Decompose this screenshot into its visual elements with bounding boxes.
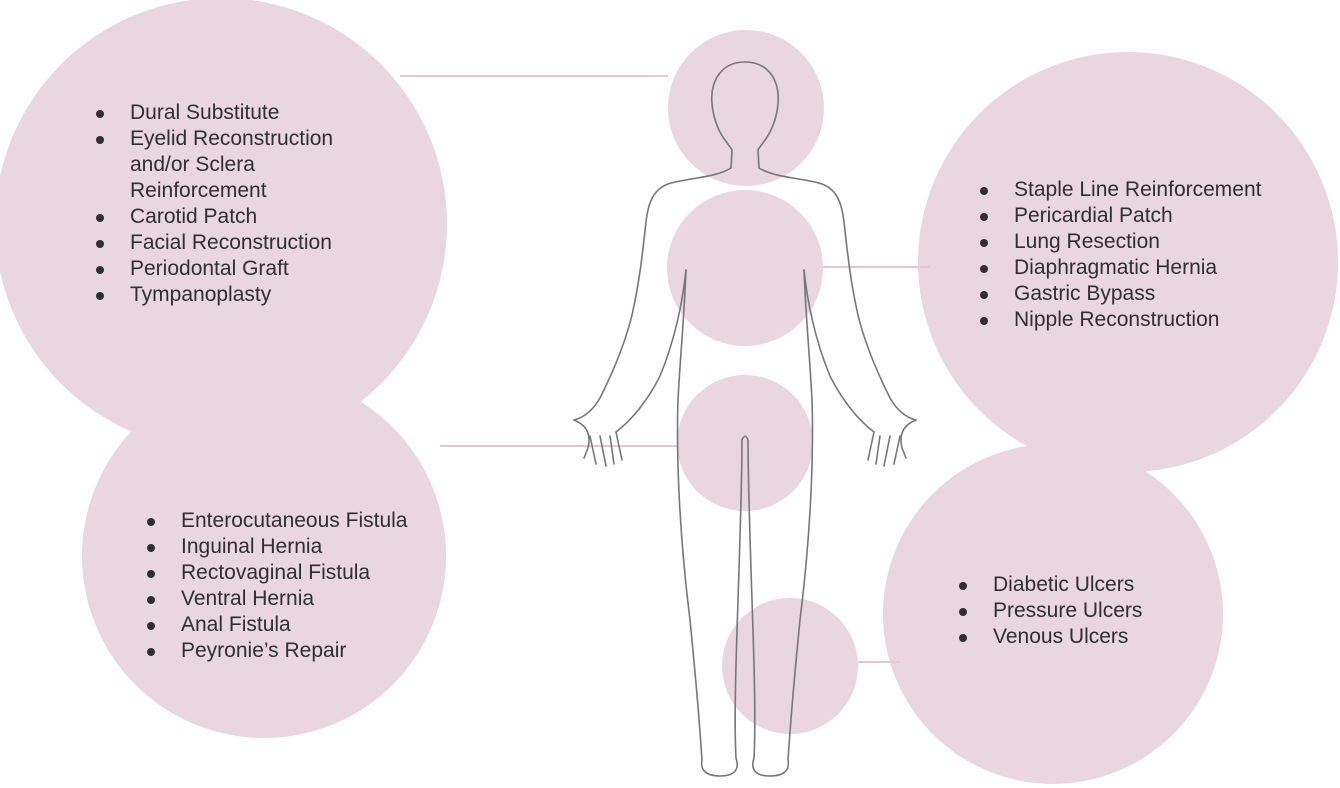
procedure-item: Enterocutaneous Fistula	[143, 508, 433, 534]
procedure-item: Ventral Hernia	[143, 586, 433, 612]
procedure-item: Eyelid Reconstruction and/or Sclera Rein…	[92, 126, 392, 204]
procedure-item: Gastric Bypass	[976, 281, 1326, 307]
procedure-item: Pericardial Patch	[976, 203, 1326, 229]
connector-lines	[400, 76, 930, 662]
procedure-item: Tympanoplasty	[92, 282, 392, 308]
procedure-item: Peyronie’s Repair	[143, 638, 433, 664]
human-figure-outline	[574, 62, 916, 776]
procedure-item: Nipple Reconstruction	[976, 307, 1326, 333]
procedure-item: Staple Line Reinforcement	[976, 177, 1326, 203]
procedure-item: Facial Reconstruction	[92, 230, 392, 256]
procedure-item: Rectovaginal Fistula	[143, 560, 433, 586]
procedure-item: Anal Fistula	[143, 612, 433, 638]
procedure-item: Lung Resection	[976, 229, 1326, 255]
procedure-item: Periodontal Graft	[92, 256, 392, 282]
procedure-item: Pressure Ulcers	[955, 598, 1195, 624]
procedure-item: Venous Ulcers	[955, 624, 1195, 650]
procedure-item: Diabetic Ulcers	[955, 572, 1195, 598]
procedure-item: Diaphragmatic Hernia	[976, 255, 1326, 281]
procedure-item: Carotid Patch	[92, 204, 392, 230]
procedure-item: Dural Substitute	[92, 100, 392, 126]
procedure-item: Inguinal Hernia	[143, 534, 433, 560]
